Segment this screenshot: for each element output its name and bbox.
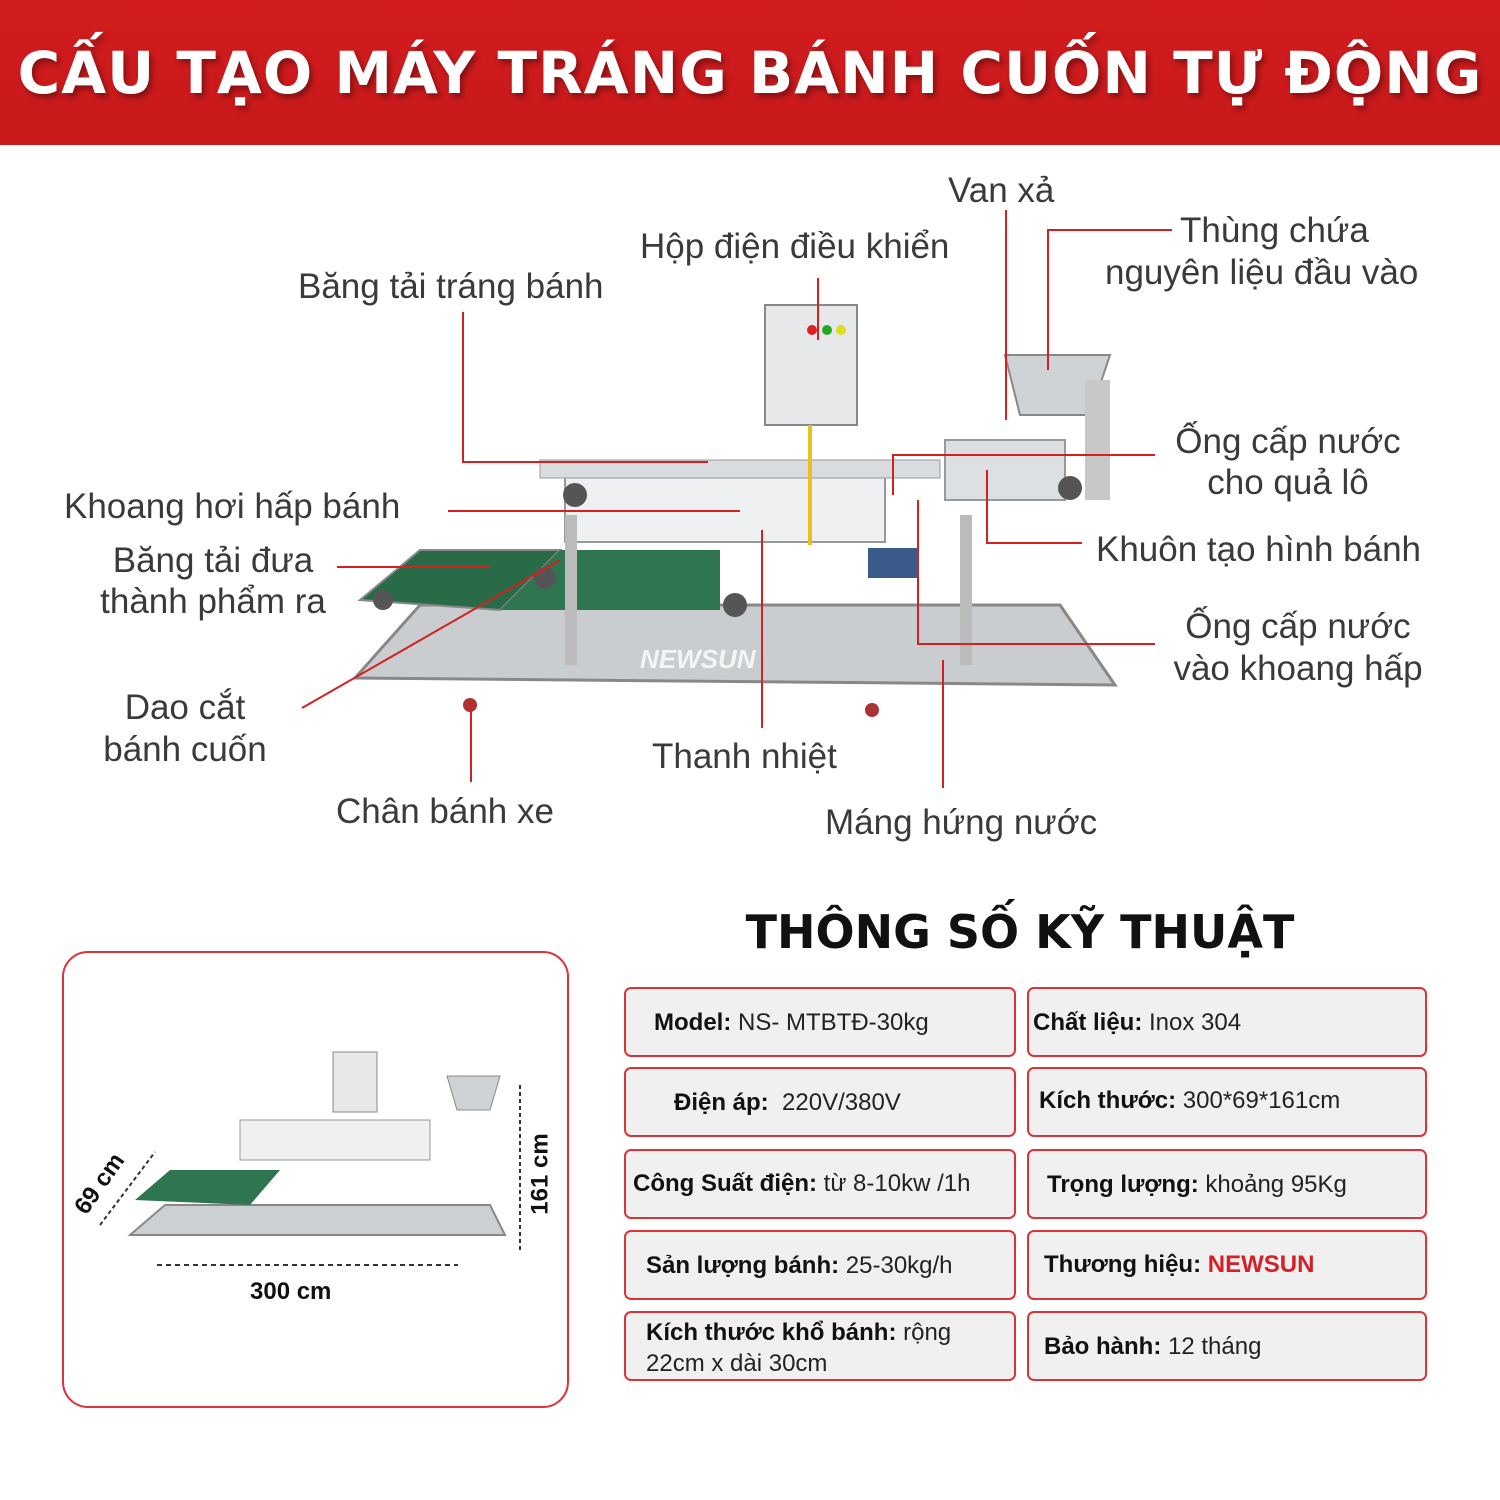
leader-lines bbox=[301, 210, 1172, 788]
label-bang-tai-dua-2: thành phẩm ra bbox=[100, 582, 326, 621]
label-dao-cat-2: bánh cuốn bbox=[103, 730, 267, 769]
label-bang-tai-dua: Băng tải đưa bbox=[112, 541, 314, 580]
label-hop-dien: Hộp điện điều khiển bbox=[640, 227, 950, 266]
spec-weight: Trọng lượng: khoảng 95Kg bbox=[1027, 1149, 1427, 1219]
spec-warranty: Bảo hành: 12 tháng bbox=[1027, 1311, 1427, 1381]
label-thung-chua-2: nguyên liệu đầu vào bbox=[1105, 253, 1419, 292]
label-ong-qua-lo: Ống cấp nước bbox=[1175, 422, 1401, 461]
label-ong-qua-lo-2: cho quả lô bbox=[1207, 463, 1369, 502]
label-bang-tai-trang: Băng tải tráng bánh bbox=[298, 267, 604, 306]
label-thanh-nhiet: Thanh nhiệt bbox=[652, 737, 837, 776]
label-ong-hap-2: vào khoang hấp bbox=[1173, 649, 1423, 688]
spec-sheet-size: Kích thước khổ bánh: rộng 22cm x dài 30c… bbox=[624, 1311, 1016, 1381]
spec-output: Sản lượng bánh: 25-30kg/h bbox=[624, 1230, 1016, 1300]
label-van-xa: Van xả bbox=[948, 171, 1055, 210]
spec-model: Model: NS- MTBTĐ-30kg bbox=[624, 987, 1016, 1057]
page-title: CẤU TẠO MÁY TRÁNG BÁNH CUỐN TỰ ĐỘNG bbox=[17, 38, 1483, 107]
spec-material: Chất liệu: Inox 304 bbox=[1027, 987, 1427, 1057]
machine-diagram: NEWSUN bbox=[301, 210, 1172, 788]
brand-watermark: NEWSUN bbox=[640, 644, 757, 674]
label-dao-cat: Dao cắt bbox=[124, 688, 246, 727]
dimension-panel bbox=[62, 951, 569, 1408]
label-chan-banh-xe: Chân bánh xe bbox=[336, 792, 554, 831]
header-banner: CẤU TẠO MÁY TRÁNG BÁNH CUỐN TỰ ĐỘNG bbox=[0, 0, 1500, 145]
label-khuon: Khuôn tạo hình bánh bbox=[1096, 530, 1422, 569]
spec-brand: Thương hiệu: NEWSUN bbox=[1027, 1230, 1427, 1300]
spec-power: Công Suất điện: từ 8-10kw /1h bbox=[624, 1149, 1016, 1219]
machine-illustration: NEWSUN bbox=[351, 304, 1118, 717]
dimension-height: 161 cm bbox=[526, 1133, 554, 1215]
dimension-length: 300 cm bbox=[250, 1278, 332, 1305]
label-thung-chua: Thùng chứa bbox=[1180, 211, 1369, 250]
label-ong-hap: Ống cấp nước bbox=[1185, 607, 1411, 646]
label-khoang-hoi: Khoang hơi hấp bánh bbox=[64, 487, 401, 526]
spec-voltage: Điện áp: 220V/380V bbox=[624, 1067, 1016, 1137]
spec-size: Kích thước: 300*69*161cm bbox=[1027, 1067, 1427, 1137]
specs-title: THÔNG SỐ KỸ THUẬT bbox=[745, 905, 1295, 959]
label-mang-hung: Máng hứng nước bbox=[825, 803, 1098, 842]
